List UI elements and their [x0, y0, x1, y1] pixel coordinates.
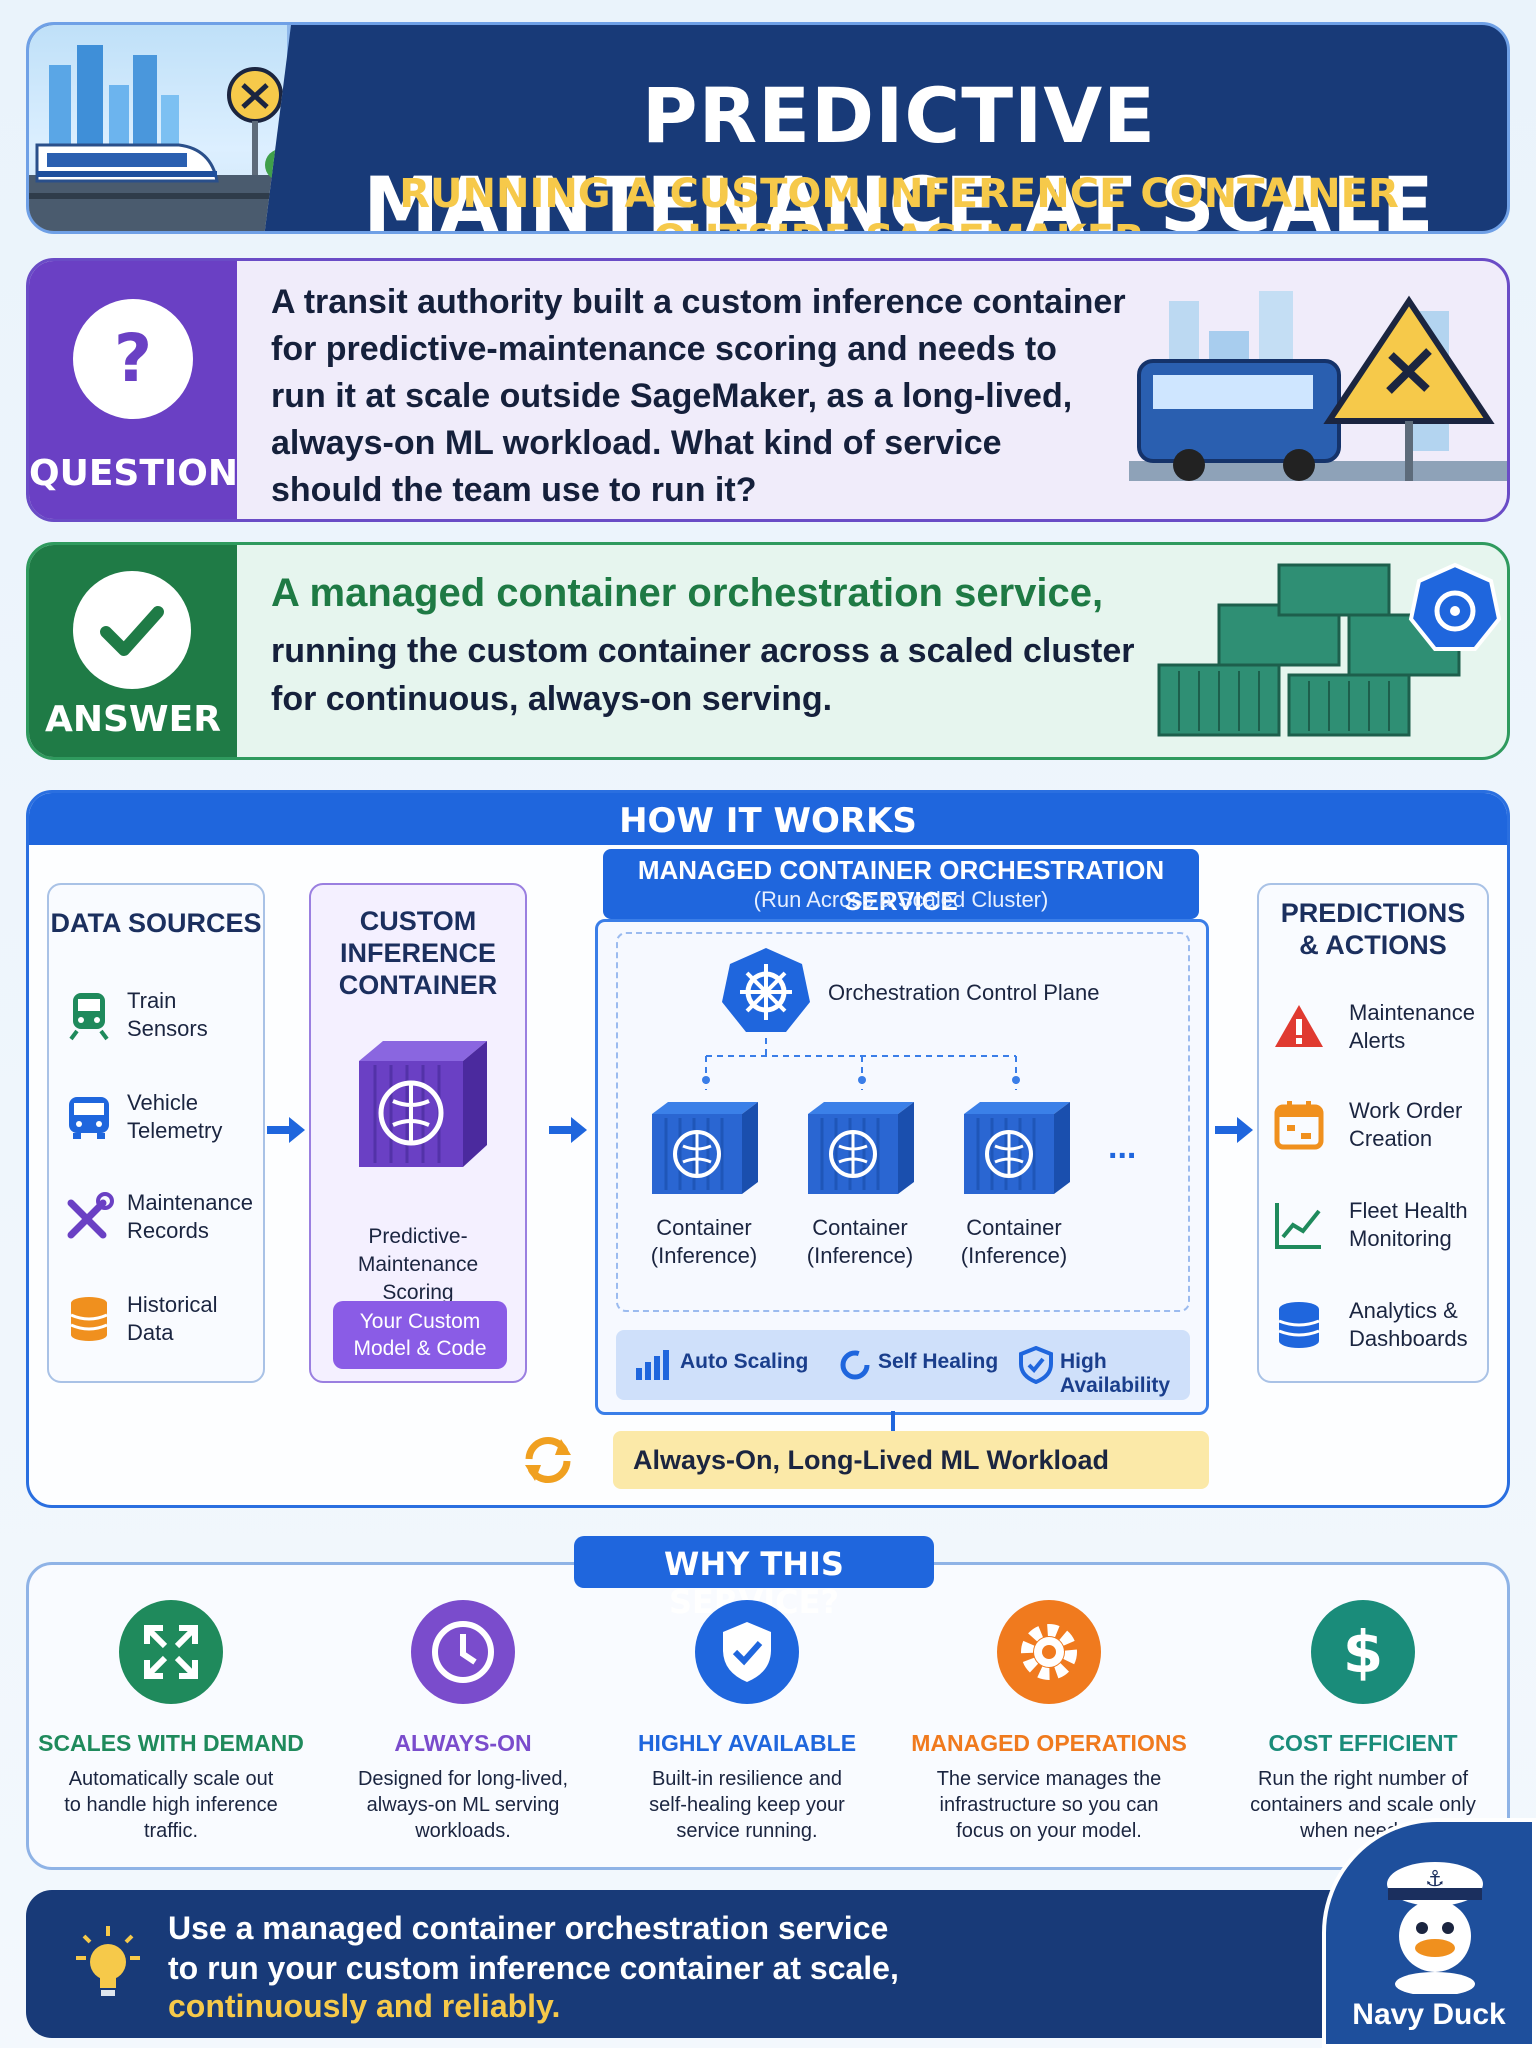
inference-container-icon [958, 1098, 1076, 1203]
brand-name: Navy Duck [1352, 1998, 1506, 2031]
page-title: PREDICTIVE MAINTENANCE AT SCALE [363, 71, 1435, 234]
svg-text:⚓: ⚓ [1425, 1867, 1445, 1892]
footer-highlight: continuously and reliably. [168, 1988, 561, 2024]
shield-check-icon [695, 1600, 799, 1704]
benefit-text: Designed for long-lived,always-on ML ser… [357, 1768, 569, 1842]
cluster-boundary [616, 932, 1190, 1312]
benefit-title: HIGHLY AVAILABLE [637, 1730, 857, 1756]
lightbulb-icon [68, 1924, 148, 2013]
ai-container-icon [349, 1035, 495, 1180]
feature-high-availability: High Availability [1060, 1350, 1171, 1397]
bus-icon [63, 1091, 115, 1143]
list-item: Analytics &Dashboards [1273, 1293, 1473, 1357]
question-text: A transit authority built a custom infer… [271, 283, 1126, 509]
gear-icon [997, 1600, 1101, 1704]
feature-self-healing: Self Healing [878, 1350, 999, 1373]
always-on-banner: Always-On, Long-Lived ML Workload [613, 1431, 1209, 1489]
arrow-right-icon [265, 1113, 307, 1152]
connector-lines [702, 1038, 1020, 1090]
database-icon [63, 1293, 115, 1345]
benefit-title: COST EFFICIENT [1268, 1730, 1458, 1756]
feature-auto-scaling: Auto Scaling [680, 1350, 809, 1373]
svg-text:$: $ [1343, 1618, 1383, 1686]
container-label: Container(Inference) [806, 1215, 914, 1268]
bus-warning-illustration [1109, 281, 1507, 501]
train-icon [63, 989, 115, 1041]
benefit-title: MANAGED OPERATIONS [911, 1730, 1187, 1756]
inference-container-icon [646, 1098, 764, 1203]
train-city-illustration [29, 25, 291, 231]
shield-icon [1018, 1345, 1054, 1389]
question-label: QUESTION [29, 453, 239, 494]
connector-line [891, 1411, 895, 1431]
dollar-icon: $ [1311, 1600, 1415, 1704]
expand-arrows-icon [119, 1600, 223, 1704]
footer-message: Use a managed container orchestration se… [168, 1910, 899, 1986]
bar-chart-icon [634, 1350, 674, 1385]
chart-line-icon [1273, 1199, 1325, 1251]
container-label: Container(Inference) [650, 1215, 758, 1268]
arrow-right-icon [1213, 1113, 1255, 1152]
control-plane-label: Orchestration Control Plane [828, 980, 1100, 1005]
orchestration-subtitle: (Run Across a Scaled Cluster) [753, 887, 1049, 912]
how-it-works-header: HOW IT WORKS [29, 793, 1507, 845]
question-card: ? QUESTION A transit authority built a c… [26, 258, 1510, 522]
database-icon [1273, 1299, 1325, 1351]
containers-illustration [1139, 555, 1507, 755]
inference-container-icon [802, 1098, 920, 1203]
benefit-title: ALWAYS-ON [394, 1730, 532, 1756]
predictions-title: PREDICTIONS& ACTIONS [1280, 898, 1466, 960]
orchestration-header: MANAGED CONTAINER ORCHESTRATION SERVICE … [603, 849, 1199, 919]
feature-bar: Auto Scaling Self Healing High Availabil… [616, 1330, 1190, 1400]
why-header: WHY THIS SERVICE? [574, 1536, 934, 1621]
question-mark-icon: ? [73, 299, 193, 419]
answer-tag: ANSWER [29, 545, 237, 757]
container-label: Container(Inference) [960, 1215, 1068, 1268]
svg-text:?: ? [114, 320, 152, 397]
more-containers-ellipsis: ... [1108, 1128, 1137, 1166]
page-subtitle: RUNNING A CUSTOM INFERENCE CONTAINER OUT… [399, 171, 1399, 231]
refresh-cycle-icon [517, 1429, 579, 1496]
answer-text: running the custom container across a sc… [271, 632, 1135, 718]
how-it-works-title: HOW IT WORKS [619, 801, 917, 841]
duck-mascot-icon: ⚓ [1370, 1844, 1500, 1999]
question-tag: ? QUESTION [29, 261, 239, 519]
navy-duck-badge: ⚓ Navy Duck [1322, 1818, 1536, 2048]
header-banner: PREDICTIVE MAINTENANCE AT SCALE RUNNING … [26, 22, 1510, 234]
clock-icon [411, 1600, 515, 1704]
answer-headline: A managed container orchestration servic… [271, 571, 1104, 615]
footer-banner: Use a managed container orchestration se… [26, 1890, 1510, 2038]
tools-icon [63, 1191, 115, 1243]
always-on-text: Always-On, Long-Lived ML Workload [633, 1445, 1110, 1475]
calendar-icon [1273, 1099, 1325, 1151]
arrow-right-icon [547, 1113, 589, 1152]
checkmark-icon [73, 571, 191, 689]
answer-label: ANSWER [45, 699, 221, 740]
orchestration-panel: Orchestration Control Plane ... Containe… [595, 919, 1209, 1415]
data-sources-title: DATA SOURCES [50, 908, 262, 938]
alert-icon [1273, 1001, 1325, 1053]
self-healing-icon [838, 1348, 872, 1387]
orchestration-title: MANAGED CONTAINER ORCHESTRATION SERVICE [637, 855, 1165, 916]
answer-card: ANSWER A managed container orchestration… [26, 542, 1510, 760]
kubernetes-helm-icon [720, 944, 812, 1041]
benefit-title: SCALES WITH DEMAND [38, 1730, 304, 1756]
